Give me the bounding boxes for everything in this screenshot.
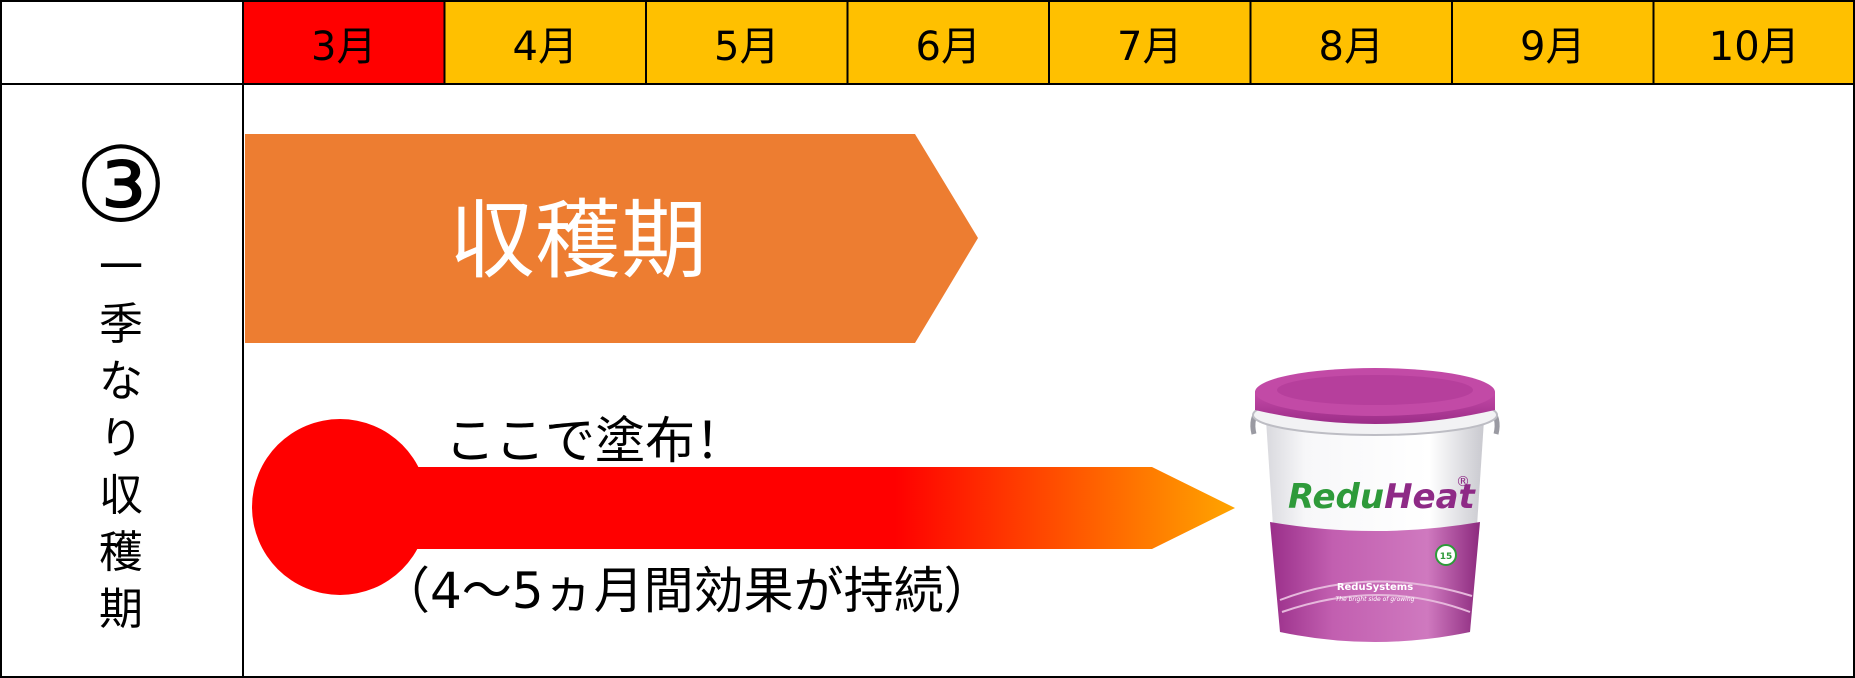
row-label-char: 穫 <box>99 527 143 578</box>
effect-duration-label: （4～5ヵ月間効果が持続） <box>380 562 994 620</box>
month-cell <box>645 0 849 85</box>
month-cell <box>1048 0 1252 85</box>
month-cell <box>846 0 1050 85</box>
brand-redu: Redu <box>1288 477 1384 517</box>
application-period-arrow <box>252 419 1235 595</box>
month-cell <box>1249 0 1453 85</box>
month-cell <box>443 0 647 85</box>
row-label-char: 収 <box>99 470 143 521</box>
harvest-period-arrow <box>245 134 978 343</box>
month-cell <box>1451 0 1655 85</box>
month-header-row: 3月 4月 5月 6月 7月 8月 9月 10月 <box>242 0 1855 85</box>
reduheat-bucket-image: ReduHeat ® 15 ReduSystems The bright sid… <box>1250 368 1500 642</box>
row-label-char: な <box>99 356 143 407</box>
row-label-char: 季 <box>99 299 143 350</box>
month-label: 3月 <box>311 24 376 70</box>
month-label: 7月 <box>1117 24 1182 70</box>
harvest-period-label: 収穫期 <box>449 191 707 291</box>
month-cell <box>242 0 446 85</box>
month-label: 6月 <box>916 24 981 70</box>
month-label: 9月 <box>1520 24 1585 70</box>
month-label: 10月 <box>1709 24 1800 70</box>
application-label: ここで塗布！ <box>445 412 745 470</box>
row-number: ③ <box>74 124 167 246</box>
brand-heat: Heat <box>1384 477 1476 517</box>
company-tagline: The bright side of growing <box>1336 596 1415 603</box>
month-cell <box>1652 0 1855 85</box>
month-label: 4月 <box>513 24 578 70</box>
row-label-char: 期 <box>99 584 143 635</box>
size-badge: 15 <box>1440 552 1453 562</box>
row-label-char: 一 <box>99 242 143 293</box>
brand-registered: ® <box>1456 474 1470 490</box>
row-label-char: り <box>99 413 143 464</box>
svg-text:ReduHeat: ReduHeat <box>1288 477 1477 517</box>
month-label: 8月 <box>1319 24 1384 70</box>
company-name: ReduSystems <box>1337 582 1413 593</box>
size-badge-icon <box>1435 544 1457 566</box>
month-label: 5月 <box>714 24 779 70</box>
